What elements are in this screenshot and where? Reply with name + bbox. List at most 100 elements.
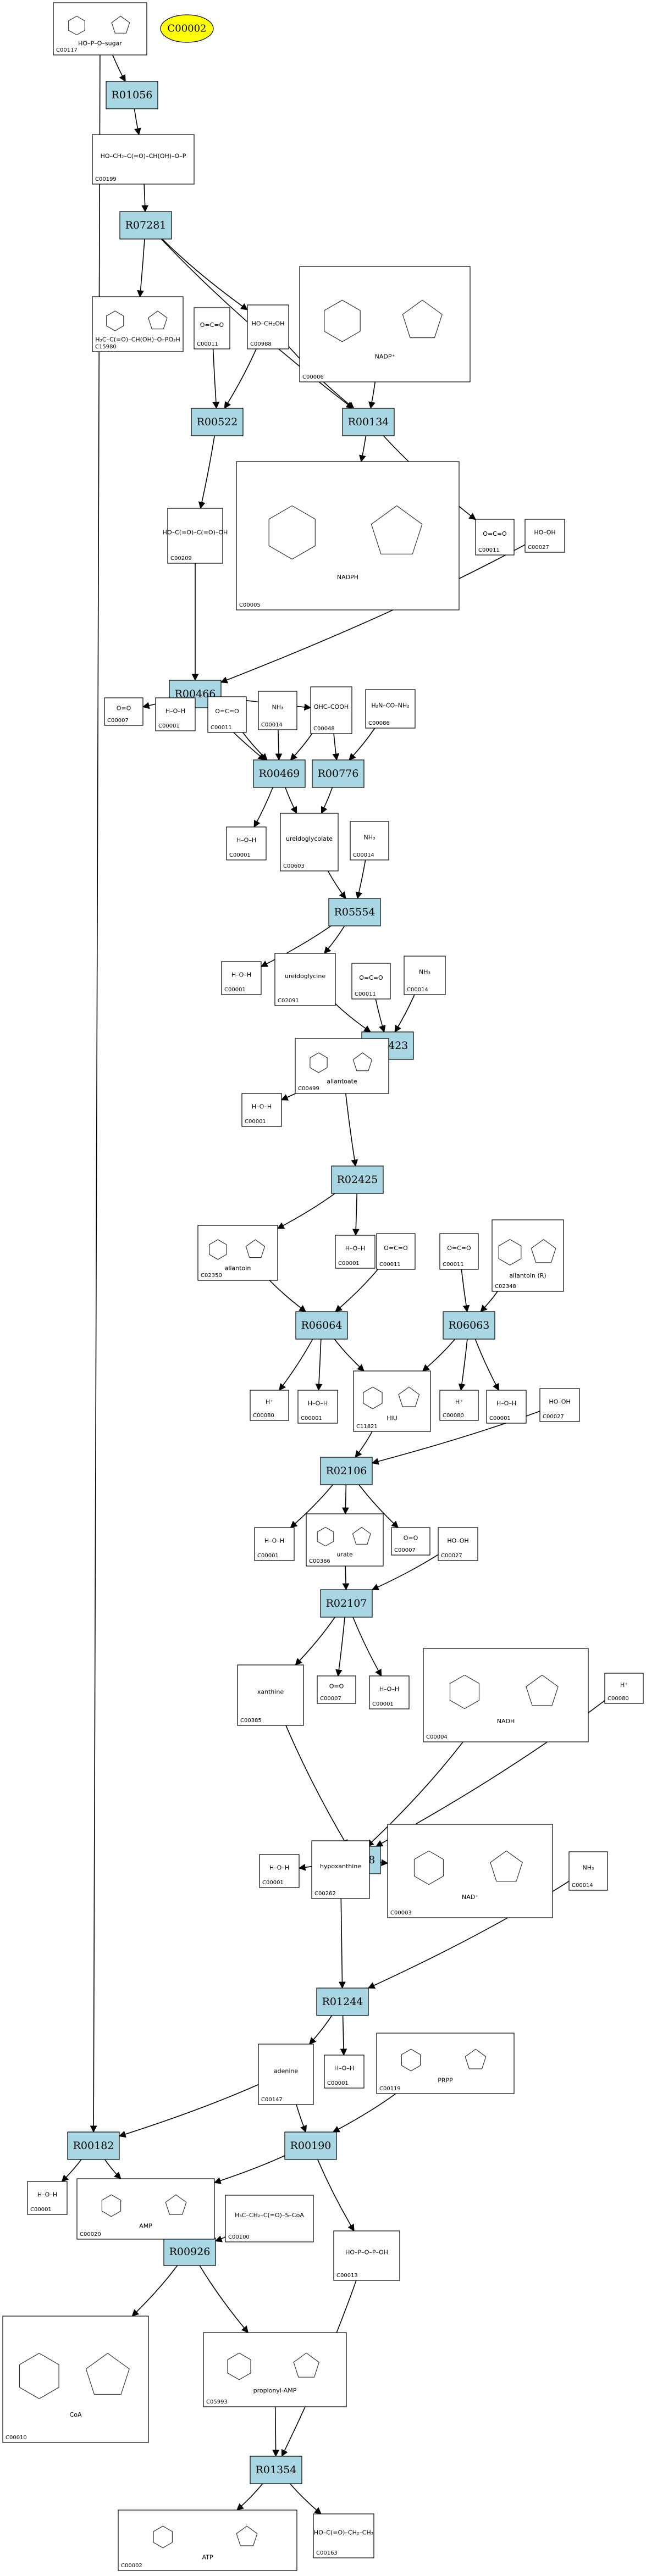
reaction-node-r06064[interactable]: R06064 <box>295 1311 348 1340</box>
compound-box <box>92 134 195 185</box>
start-node-ellipse <box>160 14 214 43</box>
reaction-node-r00926[interactable]: R00926 <box>163 2238 216 2266</box>
reaction-label: R00926 <box>169 2246 211 2258</box>
reaction-node-r02107[interactable]: R02107 <box>320 1589 373 1618</box>
ring-structure-icon <box>371 505 423 554</box>
reaction-label: R00190 <box>290 2140 332 2152</box>
reaction-node-r00190[interactable]: R00190 <box>284 2131 337 2160</box>
reaction-node-r02106[interactable]: R02106 <box>320 1457 373 1485</box>
edge-R02425-to-C02350 <box>277 1193 335 1229</box>
start-node[interactable]: C00002 <box>160 14 214 43</box>
reaction-node-r00182[interactable]: R00182 <box>67 2131 120 2160</box>
reaction-node-r07281[interactable]: R07281 <box>119 211 172 240</box>
compound-node-c02348[interactable]: allantoin (R)C02348 <box>492 1219 564 1292</box>
reaction-node-r01244[interactable]: R01244 <box>316 1987 369 2016</box>
reaction-node-r00469[interactable]: R00469 <box>253 759 306 788</box>
compound-box <box>439 1390 479 1421</box>
reaction-node-r01354[interactable]: R01354 <box>250 2456 302 2484</box>
reaction-node-r00134[interactable]: R00134 <box>342 408 395 436</box>
compound-node-c00003[interactable]: NAD⁺C00003 <box>387 1824 553 1918</box>
edge-R05554-to-C02091 <box>324 925 345 954</box>
reaction-node-r01056[interactable]: R01056 <box>106 81 158 109</box>
compound-id-label: C00001 <box>372 1701 394 1707</box>
edge-R07281-to-C15980 <box>137 238 145 298</box>
compound-structure-text: H₃C–C(=O)–CH(OH)–O–PO₃H <box>95 336 180 343</box>
compound-node-c00080_b[interactable]: H⁺C00080 <box>439 1390 479 1421</box>
compound-id-label: C00003 <box>390 1910 412 1916</box>
compound-structure-text: HO–P–O–sugar <box>78 40 122 47</box>
compound-box <box>203 2332 347 2407</box>
compound-node-c00080_c[interactable]: H⁺C00080 <box>604 1673 644 1704</box>
edge-C00119-to-R00190 <box>332 2093 396 2133</box>
compound-structure-text: O=C=O <box>447 1245 471 1252</box>
compound-id-label: C00004 <box>426 1734 448 1740</box>
reaction-node-r00776[interactable]: R00776 <box>312 759 365 788</box>
compound-node-c00006[interactable]: NADP⁺C00006 <box>299 266 471 382</box>
ring-structure-icon <box>398 1386 420 1407</box>
ring-structure-icon <box>352 1526 371 1545</box>
reaction-node-r05554[interactable]: R05554 <box>328 898 381 926</box>
reaction-node-r06063[interactable]: R06063 <box>443 1311 495 1340</box>
edge-C00048-to-R00776 <box>332 733 340 761</box>
compound-node-c00080_a[interactable]: H⁺C00080 <box>250 1390 289 1421</box>
reaction-node-r00522[interactable]: R00522 <box>191 408 244 436</box>
compound-id-label: C00001 <box>301 1415 322 1422</box>
edge-R00182-to-C00001_l <box>61 2159 82 2182</box>
reaction-node-r02425[interactable]: R02425 <box>331 1165 384 1194</box>
